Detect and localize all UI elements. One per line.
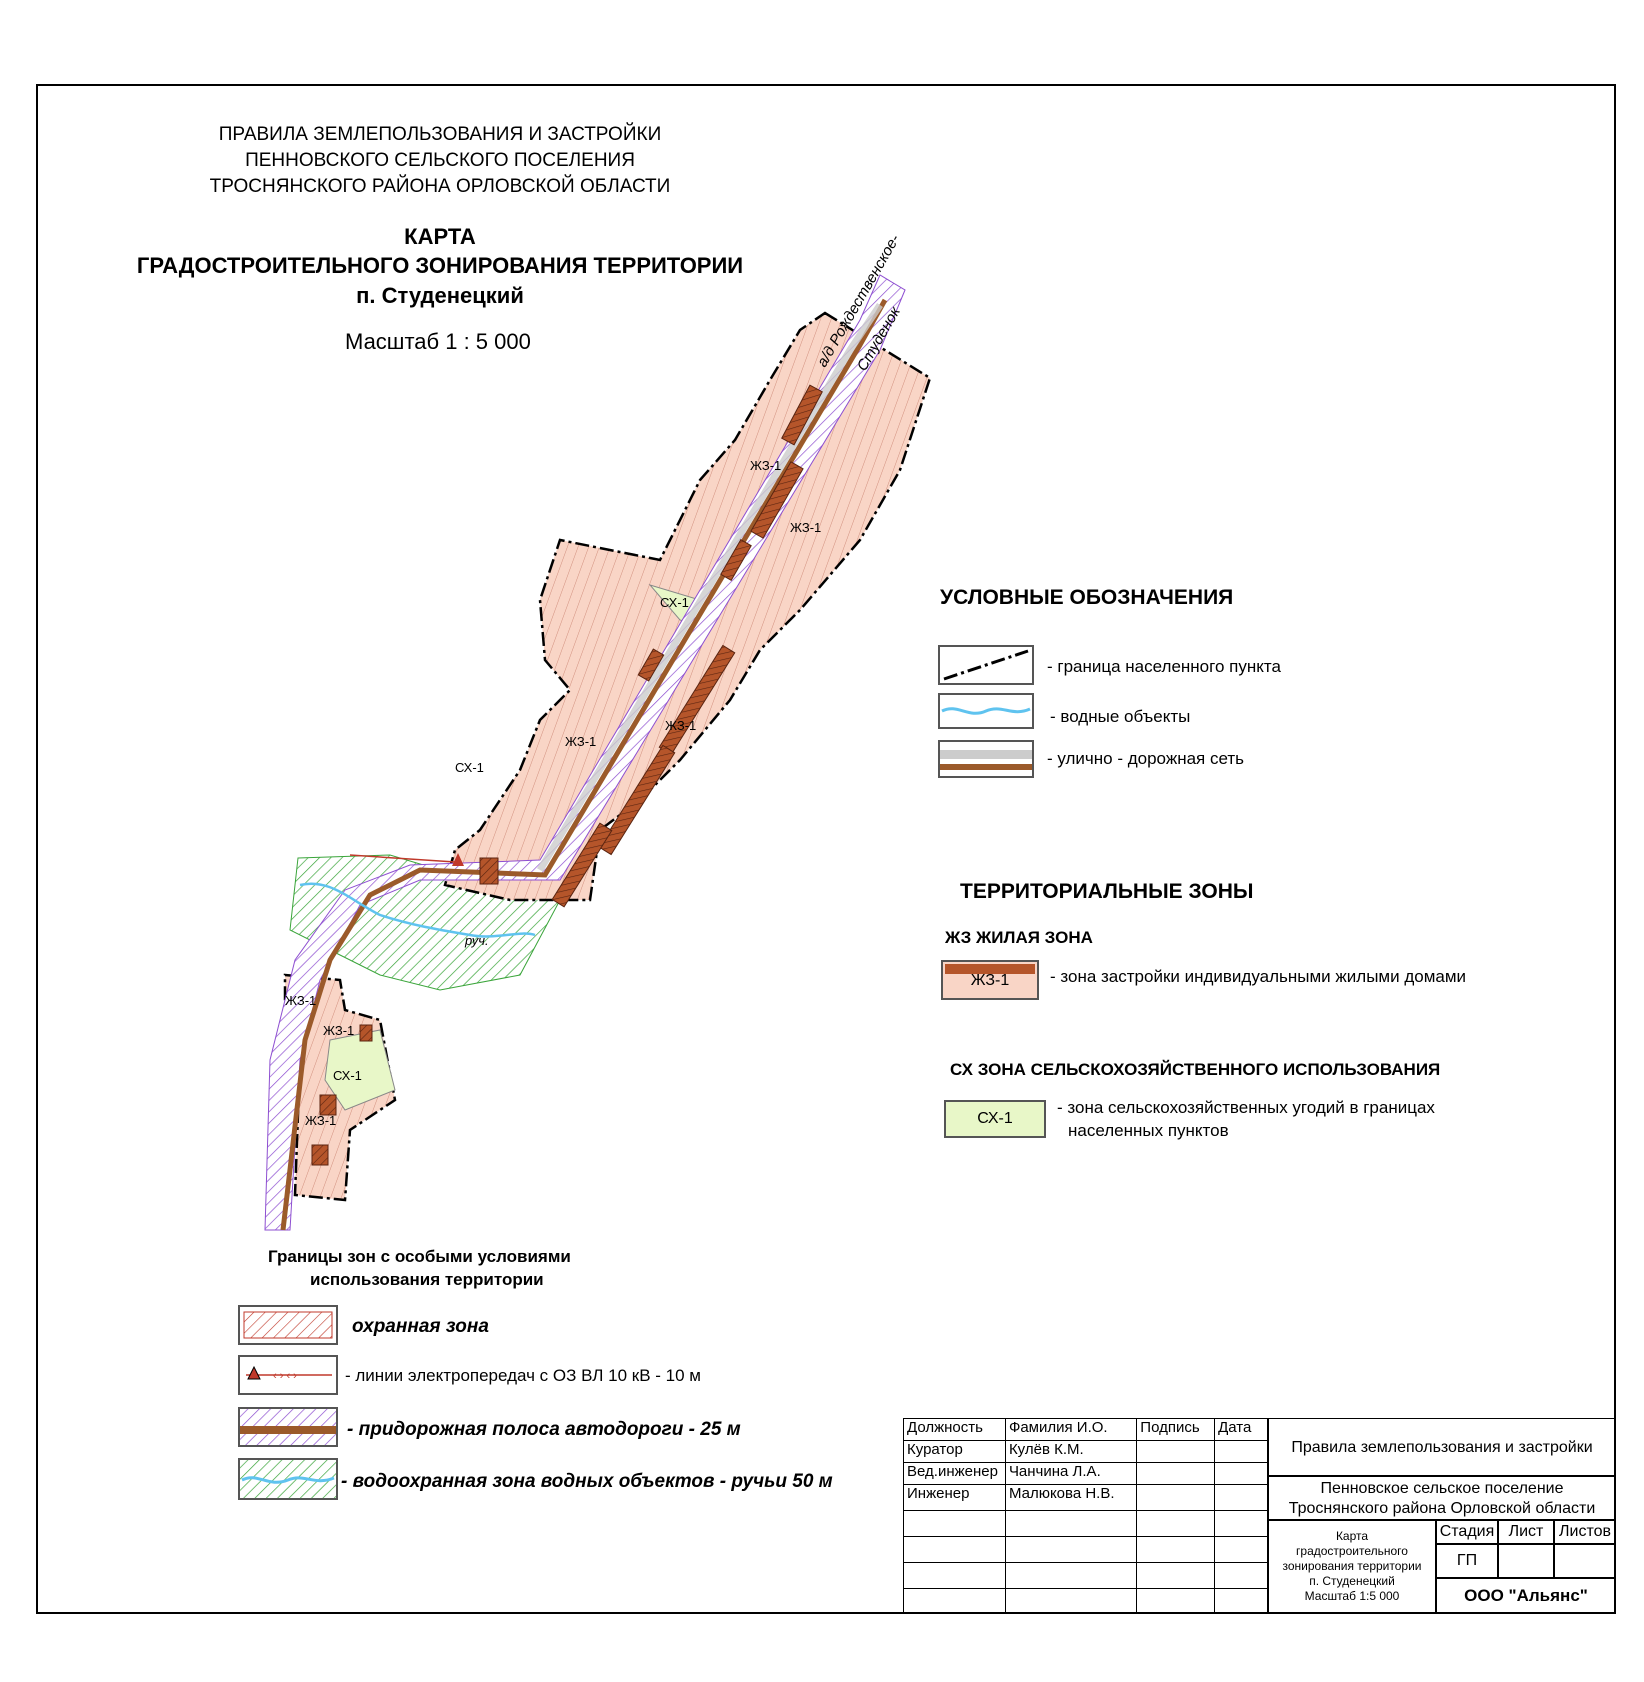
zoning-map: а/д Рождественское- Студенок ЖЗ-1 ЖЗ-1 Ж… — [264, 232, 932, 1231]
stamp-sheet-label: Лист — [1498, 1520, 1554, 1544]
stamp-sheets-label: Листов — [1554, 1520, 1616, 1544]
stamp-header-position: Должность — [903, 1418, 1006, 1441]
special-roadside-label: - придорожная полоса автодороги - 25 м — [347, 1419, 741, 1440]
label-sh1-c: СХ-1 — [333, 1068, 362, 1083]
label-zh1-c: ЖЗ-1 — [665, 718, 696, 733]
zones-title: ТЕРРИТОРИАЛЬНЫЕ ЗОНЫ — [960, 880, 1254, 903]
svg-text:‹ › ‹ ›: ‹ › ‹ › — [273, 1370, 297, 1382]
legend-water-label: - водные объекты — [1050, 707, 1191, 726]
stamp-doc-title: Правила землепользования и застройки — [1268, 1418, 1616, 1476]
legend-boundary-label: - граница населенного пункта — [1047, 657, 1281, 676]
protection-zone-icon — [238, 1305, 338, 1345]
special-protection-label: охранная зона — [352, 1316, 489, 1337]
buildings — [311, 384, 823, 1166]
label-zh1-e: ЖЗ-1 — [285, 993, 316, 1008]
power-line — [349, 854, 456, 863]
stamp-sheets-value — [1554, 1544, 1616, 1578]
zone-sh1-description-2: населенных пунктов — [1068, 1121, 1229, 1140]
special-water-label: - водоохранная зона водных объектов - ру… — [341, 1471, 833, 1492]
zone-zh1-swatch: ЖЗ-1 — [941, 960, 1039, 1000]
stamp-row-position: Вед.инженер — [903, 1462, 1006, 1485]
special-title-2: использования территории — [310, 1270, 544, 1289]
stream — [299, 882, 536, 938]
sheet-desc-line: зонирования территории — [1282, 1559, 1422, 1573]
stamp-row-name: Кулёв К.М. — [1004, 1440, 1138, 1463]
power-pole-marker — [452, 853, 464, 866]
zone-sh1-swatch: СХ-1 — [944, 1100, 1046, 1138]
label-zh1-g: ЖЗ-1 — [305, 1113, 336, 1128]
zone-agri-heading: СХ ЗОНА СЕЛЬСКОХОЗЯЙСТВЕННОГО ИСПОЛЬЗОВА… — [950, 1060, 1441, 1079]
map-title-settlement: п. Студенецкий — [356, 283, 524, 308]
stamp-header-signature: Подпись — [1136, 1418, 1216, 1441]
zone-sh1-description-1: - зона сельскохозяйственных угодий в гра… — [1057, 1098, 1435, 1117]
roadside-strip-icon — [238, 1407, 338, 1447]
road-gray — [536, 303, 883, 872]
dash-dot-boundary-icon — [938, 645, 1034, 685]
legend-road-label: - улично - дорожная сеть — [1047, 749, 1245, 768]
special-powerline-label: - линии электропередач с ОЗ ВЛ 10 кВ - 1… — [345, 1366, 701, 1385]
zone-zh1-swatch-label: ЖЗ-1 — [970, 972, 1010, 989]
road-line — [280, 298, 888, 1231]
stamp-stage-label: Стадия — [1436, 1520, 1498, 1544]
water-line-icon — [938, 693, 1034, 729]
road-network-icon — [938, 740, 1034, 778]
special-title-1: Границы зон с особыми условиями — [268, 1247, 571, 1266]
water-protection-icon — [238, 1458, 338, 1500]
drawing-frame — [36, 84, 1616, 1614]
stamp-row-position: Инженер — [903, 1484, 1006, 1511]
sheet-desc-line: Масштаб 1:5 000 — [1304, 1589, 1400, 1603]
power-line-icon: ‹ › ‹ › — [238, 1355, 338, 1395]
header-line-2: ПЕННОВСКОГО СЕЛЬСКОГО ПОСЕЛЕНИЯ — [245, 150, 635, 171]
stamp-stage-value: ГП — [1436, 1544, 1498, 1578]
label-sh1-b: СХ-1 — [455, 760, 484, 775]
stamp-org-line-1: Пенновское сельское поселение — [1320, 1480, 1564, 1497]
sheet-desc-line: Карта — [1335, 1529, 1369, 1543]
stamp-row-name: Малюкова Н.В. — [1004, 1484, 1138, 1511]
stamp-sheet-value — [1498, 1544, 1554, 1578]
stamp-org-line-2: Троснянского района Орловской области — [1288, 1500, 1596, 1517]
stamp-company: ООО "Альянс" — [1436, 1578, 1616, 1614]
stamp-organization: Пенновское сельское поселение Троснянско… — [1268, 1476, 1616, 1520]
stream-label: руч. — [464, 933, 489, 948]
label-zh1-b: ЖЗ-1 — [790, 520, 821, 535]
label-zh1-d: ЖЗ-1 — [565, 734, 596, 749]
label-zh1-a: ЖЗ-1 — [750, 458, 781, 473]
zone-residential-heading: ЖЗ ЖИЛАЯ ЗОНА — [945, 928, 1093, 947]
stamp-row-position: Куратор — [903, 1440, 1006, 1463]
legend-title: УСЛОВНЫЕ ОБОЗНАЧЕНИЯ — [940, 586, 1234, 609]
sheet-desc-line: градостроительного — [1296, 1544, 1408, 1558]
label-zh1-f: ЖЗ-1 — [323, 1023, 354, 1038]
map-scale: Масштаб 1 : 5 000 — [345, 329, 531, 354]
stamp-table: Должность Фамилия И.О. Подпись Дата Кура… — [903, 1418, 1268, 1613]
stamp-sheet-description: Карта градостроительного зонирования тер… — [1268, 1520, 1436, 1614]
header-line-1: ПРАВИЛА ЗЕМЛЕПОЛЬЗОВАНИЯ И ЗАСТРОЙКИ — [218, 124, 662, 145]
map-title-line-2: ГРАДОСТРОИТЕЛЬНОГО ЗОНИРОВАНИЯ ТЕРРИТОРИ… — [136, 253, 744, 278]
sheet-desc-line: п. Студенецкий — [1309, 1574, 1395, 1588]
header-line-3: ТРОСНЯНСКОГО РАЙОНА ОРЛОВСКОЙ ОБЛАСТИ — [209, 176, 671, 197]
stamp-header-name: Фамилия И.О. — [1004, 1418, 1138, 1441]
map-title-line-1: КАРТА — [404, 224, 476, 249]
stamp-header-date: Дата — [1214, 1418, 1268, 1441]
label-sh1-a: СХ-1 — [660, 595, 689, 610]
zone-zh1-description: - зона застройки индивидуальными жилыми … — [1050, 967, 1467, 986]
stamp-row-name: Чанчина Л.А. — [1004, 1462, 1138, 1485]
